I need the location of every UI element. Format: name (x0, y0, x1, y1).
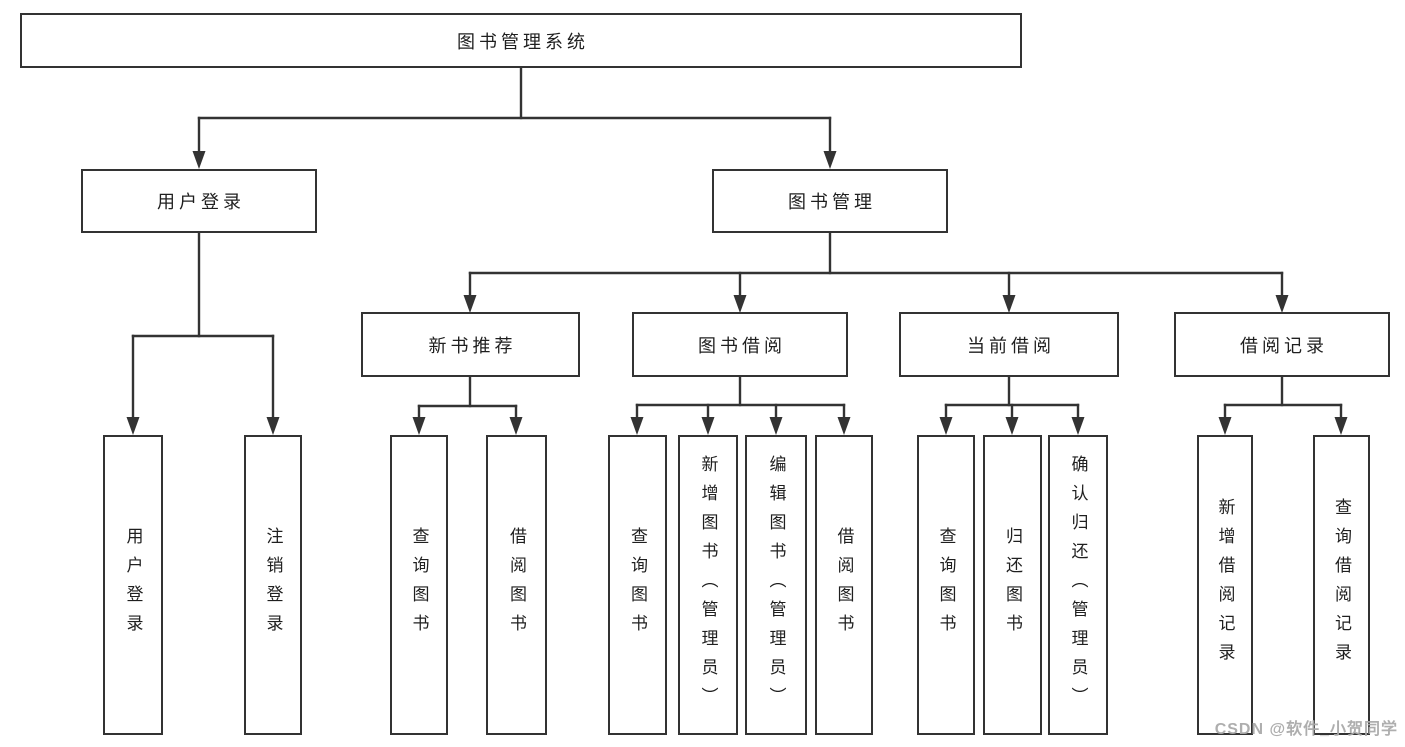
arrowheads (126, 151, 1348, 435)
leaf-query-borrow-record: 查询借阅记录 (1313, 435, 1370, 735)
leaf-add-books-admin-label: 新增图书（管理员） (698, 454, 718, 716)
node-new-book-recommend-label: 新书推荐 (428, 335, 517, 356)
arrow-down-icon (939, 417, 953, 435)
leaf-edit-books-admin-label: 编辑图书（管理员） (766, 454, 786, 716)
node-current-borrow: 当前借阅 (899, 312, 1119, 377)
node-user-login-label: 用户登录 (157, 192, 245, 212)
leaf-edit-books-admin: 编辑图书（管理员） (745, 435, 807, 735)
node-borrow-records-label: 借阅记录 (1240, 335, 1328, 356)
leaf-borrow-books-recommend: 借阅图书 (486, 435, 547, 735)
leaf-query-books-recommend-label: 查询图书 (409, 527, 429, 643)
leaf-query-borrow-record-label: 查询借阅记录 (1332, 498, 1351, 672)
leaf-borrow-books-label: 借阅图书 (834, 527, 854, 643)
arrow-down-icon (1002, 295, 1016, 313)
csdn-watermark: CSDN @软件_小贺同学 (1214, 721, 1398, 738)
arrow-down-icon (701, 417, 715, 435)
node-user-login: 用户登录 (81, 169, 317, 233)
arrow-down-icon (509, 417, 523, 435)
leaf-add-books-admin: 新增图书（管理员） (678, 435, 738, 735)
leaf-confirm-return-admin: 确认归还（管理员） (1048, 435, 1108, 735)
leaf-borrow-books-recommend-label: 借阅图书 (507, 527, 526, 643)
node-root-label: 图书管理系统 (457, 31, 589, 52)
arrow-down-icon (1218, 417, 1232, 435)
node-borrow-records: 借阅记录 (1174, 312, 1390, 377)
arrow-down-icon (1071, 417, 1085, 435)
leaf-user-login-label: 用户登录 (123, 527, 143, 643)
arrow-down-icon (412, 417, 426, 435)
leaf-user-login: 用户登录 (103, 435, 163, 735)
node-new-book-recommend: 新书推荐 (361, 312, 580, 377)
leaf-return-books-label: 归还图书 (1003, 527, 1022, 643)
leaf-logout: 注销登录 (244, 435, 302, 735)
leaf-query-books-current: 查询图书 (917, 435, 975, 735)
leaf-query-books-borrow-label: 查询图书 (628, 527, 647, 643)
arrow-down-icon (463, 295, 477, 313)
leaf-return-books: 归还图书 (983, 435, 1042, 735)
arrow-down-icon (733, 295, 747, 313)
leaf-query-books-current-label: 查询图书 (936, 527, 956, 643)
node-book-management-label: 图书管理 (788, 192, 876, 212)
arrow-down-icon (266, 417, 280, 435)
leaf-query-books-recommend: 查询图书 (390, 435, 448, 735)
arrow-down-icon (769, 417, 783, 435)
arrow-down-icon (1334, 417, 1348, 435)
node-book-borrow: 图书借阅 (632, 312, 848, 377)
arrow-down-icon (823, 151, 837, 169)
arrow-down-icon (192, 151, 206, 169)
leaf-confirm-return-admin-label: 确认归还（管理员） (1068, 454, 1088, 716)
node-current-borrow-label: 当前借阅 (967, 335, 1055, 356)
arrow-down-icon (837, 417, 851, 435)
leaf-logout-label: 注销登录 (263, 527, 283, 643)
arrow-down-icon (630, 417, 644, 435)
arrow-down-icon (1275, 295, 1289, 313)
leaf-query-books-borrow: 查询图书 (608, 435, 667, 735)
arrow-down-icon (1005, 417, 1019, 435)
leaf-add-borrow-record-label: 新增借阅记录 (1215, 498, 1235, 672)
arrow-down-icon (126, 417, 140, 435)
leaf-borrow-books: 借阅图书 (815, 435, 873, 735)
node-book-management: 图书管理 (712, 169, 948, 233)
leaf-add-borrow-record: 新增借阅记录 (1197, 435, 1253, 735)
node-root-system: 图书管理系统 (20, 13, 1022, 68)
node-book-borrow-label: 图书借阅 (698, 335, 786, 356)
